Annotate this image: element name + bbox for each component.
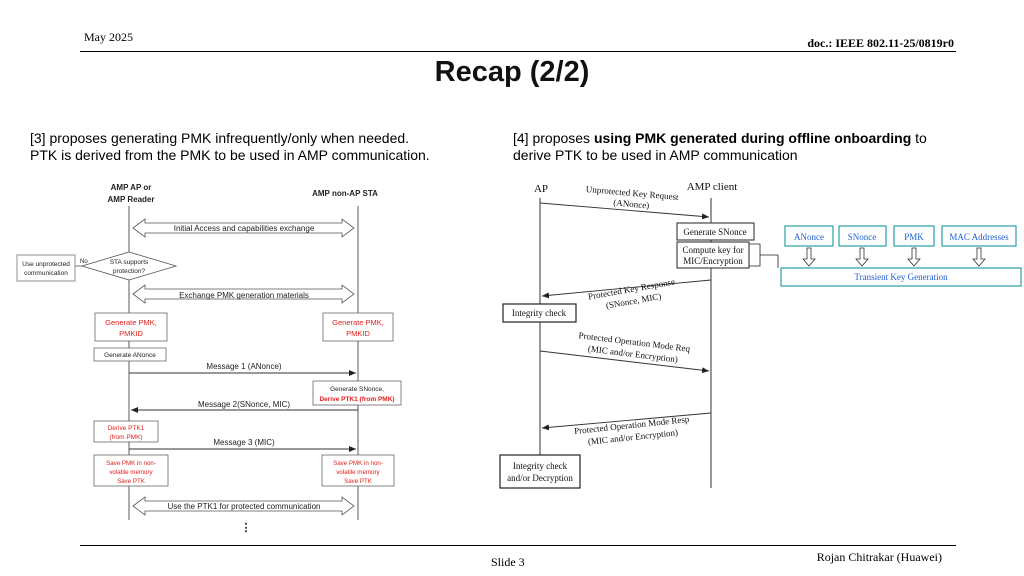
right-description-line-1: [4] proposes using PMK generated during …	[513, 130, 993, 147]
save-ap-line-1: Save PMK in non-	[106, 460, 156, 467]
input-arrow-pmk	[907, 247, 921, 267]
right-description-line-2: derive PTK to be used in AMP communicati…	[513, 147, 798, 163]
integrity-decryption-line-1: Integrity check	[513, 461, 568, 471]
save-sta-line-1: Save PMK in non-	[333, 460, 383, 467]
generate-snonce-step-label: Generate SNonce	[683, 227, 746, 237]
generate-pmk-sta-box: Generate PMK, PMKID	[322, 312, 394, 342]
save-ap-line-2: volatile memory	[109, 469, 153, 476]
key-input-pmk: PMK	[893, 225, 935, 247]
footer-divider	[80, 545, 956, 546]
use-unprotected-line-2: communication	[24, 270, 68, 277]
unprotected-request-arrow	[539, 202, 710, 220]
input-arrows	[802, 247, 986, 267]
integrity-check-step: Integrity check	[502, 303, 577, 323]
continuation-ellipsis: ⋮	[241, 522, 252, 534]
generate-anonce-label: Generate ANonce	[104, 352, 156, 359]
decision-line-1: STA supports	[110, 259, 149, 266]
derive-ptk-line-1: Derive PTK1	[108, 425, 145, 432]
message-2-label: Message 2(SNonce, MIC)	[198, 400, 290, 409]
right-description-bold: using PMK generated during offline onboa…	[593, 130, 912, 146]
generate-snonce-step: Generate SNonce	[676, 222, 755, 241]
header-divider	[80, 51, 956, 52]
input-arrow-anonce	[802, 247, 816, 267]
generate-pmk-sta-line-1: Generate PMK,	[332, 318, 384, 327]
derive-ptk-line-2: (from PMK)	[109, 434, 142, 441]
ap-label-line-1: AMP AP or	[111, 183, 152, 192]
key-input-mac-label: MAC Addresses	[949, 232, 1009, 242]
input-arrow-mac	[972, 247, 986, 267]
initial-access-arrow: Initial Access and capabilities exchange	[132, 218, 355, 238]
generate-pmk-ap-line-2: PMKID	[119, 329, 143, 338]
key-input-mac-addresses: MAC Addresses	[941, 225, 1017, 247]
input-arrow-snonce	[855, 247, 869, 267]
use-unprotected-box: Use unprotected communication	[16, 254, 76, 282]
left-description-line-1: [3] proposes generating PMK infrequently…	[30, 130, 410, 146]
compute-key-line-2: MIC/Encryption	[683, 256, 743, 266]
slide-number: Slide 3	[491, 555, 525, 569]
header-doc-id: doc.: IEEE 802.11-25/0819r0	[807, 36, 954, 50]
save-ap-line-3: Save PTK	[117, 478, 146, 485]
key-input-pmk-label: PMK	[904, 232, 924, 242]
slide-title: Recap (2/2)	[434, 56, 590, 88]
protected-response-arrow	[541, 279, 712, 299]
generate-snonce-line-2: Derive PTK1 (from PMK)	[319, 396, 394, 403]
left-description-line-2: PTK is derived from the PMK to be used i…	[30, 147, 430, 163]
right-ap-label: AP	[534, 183, 548, 195]
message-1-label: Message 1 (ANonce)	[206, 362, 281, 371]
right-description-suffix: to	[911, 130, 927, 146]
header-date: May 2025	[84, 30, 133, 44]
save-pmk-sta-box: Save PMK in non- volatile memory Save PT…	[321, 454, 395, 487]
generate-snonce-line-1: Generate SNonce,	[330, 386, 384, 393]
save-sta-line-2: volatile memory	[336, 469, 380, 476]
integrity-check-label: Integrity check	[512, 308, 567, 318]
generate-snonce-box: Generate SNonce, Derive PTK1 (from PMK)	[312, 380, 402, 406]
left-sequence-diagram: AMP AP or AMP Reader AMP non-AP STA Init…	[16, 183, 402, 534]
save-pmk-ap-box: Save PMK in non- volatile memory Save PT…	[93, 454, 169, 487]
protected-response-label: Protected Key Response (SNonce, MIC)	[587, 276, 675, 310]
use-ptk-label: Use the PTK1 for protected communication	[168, 502, 321, 511]
transient-key-generation-box: Transient Key Generation	[780, 267, 1022, 287]
derive-ptk-box: Derive PTK1 (from PMK)	[93, 420, 159, 443]
operation-request-arrow	[539, 350, 710, 374]
key-input-snonce-label: SNonce	[848, 232, 877, 242]
generate-pmk-ap-box: Generate PMK, PMKID	[94, 312, 168, 342]
integrity-decryption-line-2: and/or Decryption	[507, 473, 573, 483]
decision-line-2: protection?	[113, 268, 146, 275]
transient-key-label: Transient Key Generation	[854, 272, 948, 282]
no-label: No	[80, 259, 88, 265]
protection-decision: STA supports protection?	[80, 251, 178, 281]
generate-pmk-ap-line-1: Generate PMK,	[105, 318, 157, 327]
key-input-anonce: ANonce	[784, 225, 834, 247]
left-description: [3] proposes generating PMK infrequently…	[30, 130, 490, 164]
save-sta-line-3: Save PTK	[344, 478, 373, 485]
generate-anonce-box: Generate ANonce	[93, 347, 167, 362]
operation-response-label: Protected Operation Mode Resp (MIC and/o…	[574, 414, 691, 447]
compute-key-step: Compute key for MIC/Encryption	[676, 241, 750, 269]
message-3-label: Message 3 (MIC)	[213, 438, 275, 447]
key-input-anonce-label: ANonce	[794, 232, 824, 242]
right-sequence-diagram: AP AMP client Unprotected Key Request (A…	[499, 181, 1022, 489]
footer-author: Rojan Chitrakar (Huawei)	[816, 550, 942, 564]
initial-access-label: Initial Access and capabilities exchange	[174, 224, 315, 233]
sta-label: AMP non-AP STA	[312, 189, 378, 198]
ap-label-line-2: AMP Reader	[108, 195, 155, 204]
exchange-pmk-label: Exchange PMK generation materials	[179, 291, 309, 300]
use-unprotected-line-1: Use unprotected	[22, 261, 70, 268]
unprotected-request-label: Unprotected Key Request (ANonce)	[586, 184, 680, 211]
operation-response-arrow	[541, 412, 712, 431]
compute-key-line-1: Compute key for	[683, 245, 744, 255]
exchange-pmk-arrow: Exchange PMK generation materials	[132, 284, 355, 304]
use-ptk-arrow: Use the PTK1 for protected communication	[132, 496, 355, 516]
amp-client-label: AMP client	[687, 181, 738, 193]
generate-pmk-sta-line-2: PMKID	[346, 329, 370, 338]
right-description: [4] proposes using PMK generated during …	[513, 130, 993, 164]
key-input-snonce: SNonce	[838, 225, 887, 247]
unprotected-request-line-2: (ANonce)	[613, 197, 650, 210]
right-description-prefix: [4] proposes	[513, 130, 594, 146]
operation-request-label: Protected Operation Mode Req (MIC and/or…	[578, 330, 691, 364]
integrity-decryption-step: Integrity check and/or Decryption	[499, 454, 581, 489]
